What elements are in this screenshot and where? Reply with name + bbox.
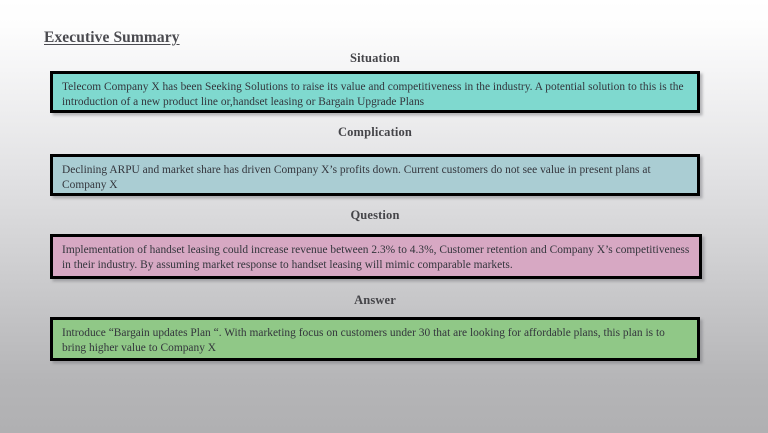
- section-heading-question: Question: [350, 208, 400, 222]
- section-body-answer: Introduce “Bargain updates Plan “. With …: [62, 327, 665, 355]
- section-body-complication: Declining ARPU and market share has driv…: [62, 164, 651, 192]
- section-heading-answer: Answer: [354, 293, 396, 307]
- section-heading-complication: Complication: [337, 125, 413, 139]
- page-title: Executive Summary: [44, 29, 180, 46]
- section-body-situation: Telecom Company X has been Seeking Solut…: [62, 81, 684, 109]
- section-box-answer: Introduce “Bargain updates Plan “. With …: [50, 317, 700, 361]
- section-box-complication: Declining ARPU and market share has driv…: [50, 154, 700, 196]
- section-heading-situation: Situation: [350, 51, 400, 65]
- section-box-situation: Telecom Company X has been Seeking Solut…: [50, 71, 700, 113]
- section-body-question: Implementation of handset leasing could …: [62, 244, 690, 272]
- section-box-question: Implementation of handset leasing could …: [50, 234, 702, 279]
